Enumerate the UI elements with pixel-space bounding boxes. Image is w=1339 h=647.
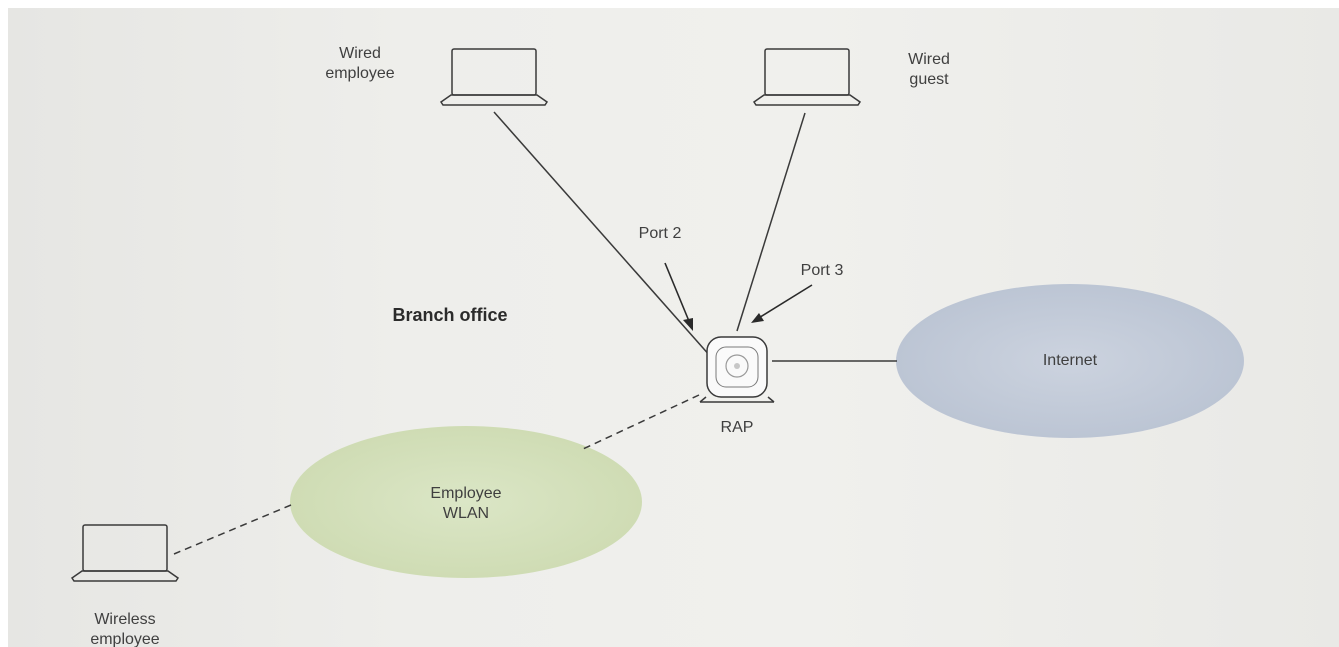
internet-cloud — [896, 284, 1244, 438]
branch-office-label: Branch office — [392, 305, 508, 325]
port3-label: Port 3 — [800, 262, 844, 279]
wired-employee-label: Wired employee — [325, 45, 395, 82]
employee-wlan-label: Employee WLAN — [430, 485, 502, 522]
wireless-employee-label: Wireless employee — [90, 611, 160, 647]
laptop-icon — [752, 48, 862, 106]
internet-label: Internet — [1042, 352, 1098, 369]
port2-arrow — [664, 262, 693, 331]
port2-label: Port 2 — [638, 225, 682, 242]
link-wired-employee-rap — [493, 111, 712, 358]
laptop-icon — [439, 48, 549, 106]
rap-label: RAP — [720, 419, 754, 436]
access-point-icon — [699, 336, 775, 403]
port3-arrow — [751, 284, 813, 323]
laptop-icon — [70, 524, 180, 582]
link-wlan-wireless-employee-dashed — [173, 504, 292, 555]
link-wired-guest-rap — [736, 112, 806, 332]
link-rap-wlan-dashed — [582, 394, 700, 450]
wired-guest-label: Wired guest — [908, 51, 950, 88]
employee-wlan-cloud — [290, 426, 642, 578]
